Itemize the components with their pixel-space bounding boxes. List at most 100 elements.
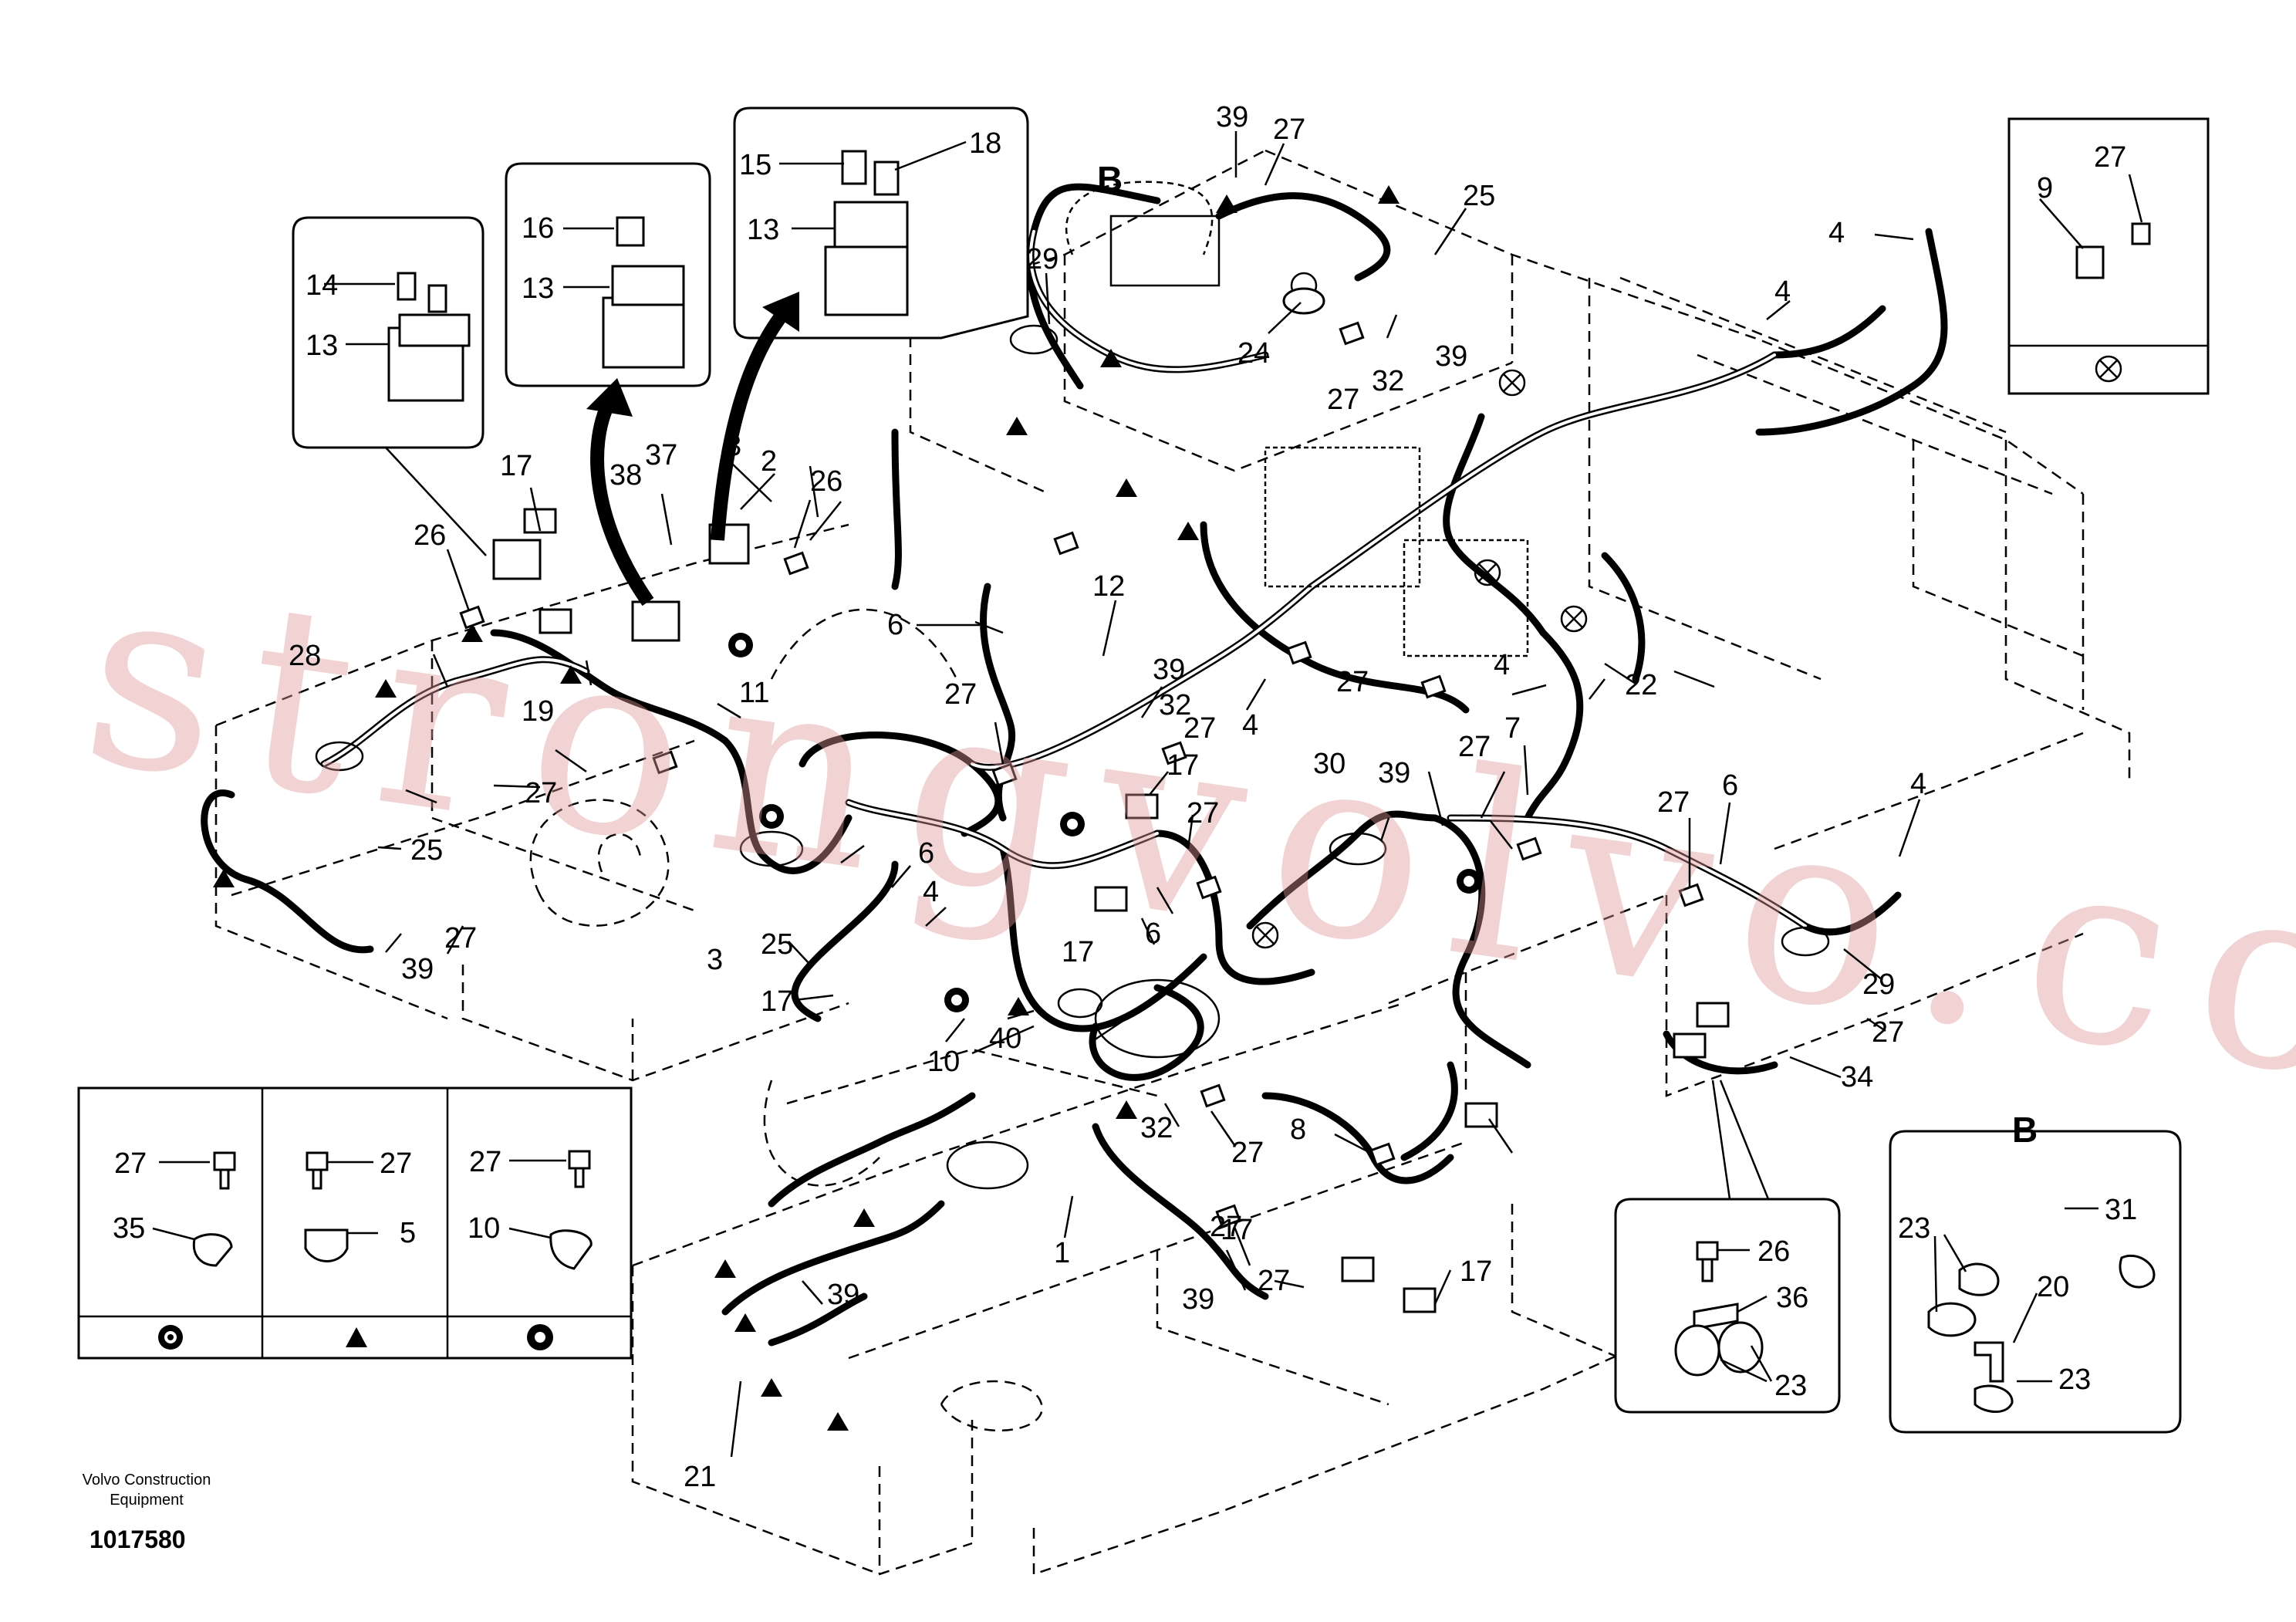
document-number: 1017580 (89, 1526, 186, 1553)
callout-16: 16 (522, 212, 554, 245)
relay-box-2: 16 13 (505, 162, 711, 387)
callout-31: 31 (2105, 1194, 2137, 1226)
callout-10: 10 (468, 1212, 500, 1245)
callout-25: 25 (761, 928, 793, 961)
callout-13: 13 (522, 272, 554, 305)
wiring-harness-core (322, 230, 1807, 928)
callout-4: 4 (1494, 649, 1510, 681)
callout-9: 9 (2037, 172, 2053, 204)
callout-27: 27 (1187, 797, 1219, 830)
detail-b-inset: B 31 23 20 23 (1889, 1110, 2182, 1434)
callout-40: 40 (989, 1022, 1021, 1055)
callout-18: 18 (969, 127, 1001, 160)
callout-27: 27 (1210, 1211, 1242, 1243)
harness-grommets (315, 324, 1830, 1190)
fastener-legend: 27 35 27 5 27 10 (77, 1086, 633, 1360)
callout-4: 4 (1910, 768, 1926, 800)
callout-leaders (377, 131, 1921, 1458)
bolts (459, 287, 1704, 1228)
callout-7: 7 (1504, 712, 1521, 745)
triangle-markers (213, 185, 1400, 1431)
relay-box-3: 15 18 13 (733, 106, 1029, 340)
callout-17: 17 (761, 985, 793, 1018)
caption-line-1: Volvo Construction (83, 1472, 211, 1489)
callout-23: 23 (1774, 1370, 1807, 1402)
callout-26: 26 (1757, 1235, 1790, 1268)
callout-39: 39 (401, 953, 434, 985)
legend-cell-2: 27 5 (304, 1147, 416, 1347)
top-right-legend: 9 27 (2007, 117, 2210, 395)
legend-cell-3: 27 10 (468, 1146, 593, 1350)
connector-blocks (492, 215, 1730, 1313)
detail-b-label: B (2012, 1110, 2038, 1150)
callout-27: 27 (1231, 1137, 1264, 1169)
callout-34: 34 (1841, 1061, 1873, 1093)
callout-10: 10 (927, 1046, 960, 1078)
callout-30: 30 (1313, 748, 1346, 780)
clamp-inset: 26 36 23 (1614, 1080, 1841, 1414)
callout-22: 22 (1625, 669, 1657, 701)
callout-27: 27 (380, 1147, 412, 1180)
callout-4: 4 (1242, 709, 1258, 742)
watermark: strongvolvo.com (69, 524, 2296, 1178)
detail-b-label-top: B (1097, 159, 1123, 199)
callout-13: 13 (747, 214, 779, 246)
callout-17: 17 (500, 450, 532, 482)
callout-4: 4 (1774, 275, 1791, 308)
callout-23: 23 (1898, 1212, 1930, 1245)
callout-26: 26 (414, 519, 446, 552)
callout-27: 27 (1657, 786, 1690, 819)
callout-17: 17 (1167, 749, 1199, 782)
detail-b-marker: B (1065, 159, 1214, 255)
callout-24: 24 (1237, 337, 1270, 370)
callout-15: 15 (739, 149, 772, 181)
callout-12: 12 (1092, 570, 1125, 603)
callout-6: 6 (887, 609, 903, 641)
callout-6: 6 (1722, 769, 1738, 802)
caption-line-2: Equipment (110, 1492, 184, 1509)
circle-dot-symbol (158, 1325, 183, 1350)
callout-39: 39 (1435, 340, 1467, 373)
callout-21: 21 (684, 1461, 716, 1493)
callout-39: 39 (1378, 757, 1410, 789)
callout-27: 27 (1458, 731, 1491, 763)
callout-39: 39 (1216, 101, 1248, 133)
crossed-circle-symbol (2095, 355, 2122, 383)
callout-27: 27 (1273, 113, 1305, 146)
callout-27: 27 (1183, 712, 1216, 745)
callout-32: 32 (1372, 365, 1404, 397)
callout-17: 17 (1062, 936, 1094, 968)
callout-27: 27 (1336, 666, 1369, 698)
callout-27: 27 (1327, 384, 1359, 416)
legend-cell-1: 27 35 (113, 1147, 236, 1350)
callout-2: 2 (761, 445, 777, 478)
relay-box-1: 14 13 (292, 216, 487, 556)
callout-37: 37 (645, 439, 677, 471)
callout-13: 13 (306, 329, 338, 362)
callout-25: 25 (1463, 180, 1495, 212)
callout-27: 27 (1258, 1265, 1290, 1297)
callout-28: 28 (289, 640, 321, 672)
callout-8: 8 (1290, 1113, 1306, 1146)
callout-4: 4 (1828, 217, 1845, 249)
ring-symbol (527, 1324, 553, 1350)
callout-6: 6 (1145, 917, 1161, 950)
callout-27: 27 (1872, 1016, 1904, 1049)
callout-27: 27 (2094, 141, 2126, 174)
callout-11: 11 (739, 677, 769, 709)
callout-29: 29 (1026, 243, 1059, 275)
callout-39: 39 (827, 1279, 859, 1311)
callout-14: 14 (306, 269, 338, 302)
diagram-callouts: 39 27 25 39 29 24 32 27 4 4 17 26 38 37 … (289, 101, 1926, 1493)
callout-26: 26 (810, 465, 842, 498)
callout-27: 27 (469, 1146, 501, 1178)
callout-39: 39 (1153, 654, 1185, 686)
callout-27: 27 (525, 777, 557, 809)
callout-23: 23 (2058, 1363, 2091, 1396)
callout-6: 6 (918, 837, 934, 870)
callout-4: 4 (923, 876, 939, 908)
document-caption: Volvo Construction Equipment 1017580 (83, 1472, 211, 1553)
callout-29: 29 (1862, 968, 1895, 1001)
